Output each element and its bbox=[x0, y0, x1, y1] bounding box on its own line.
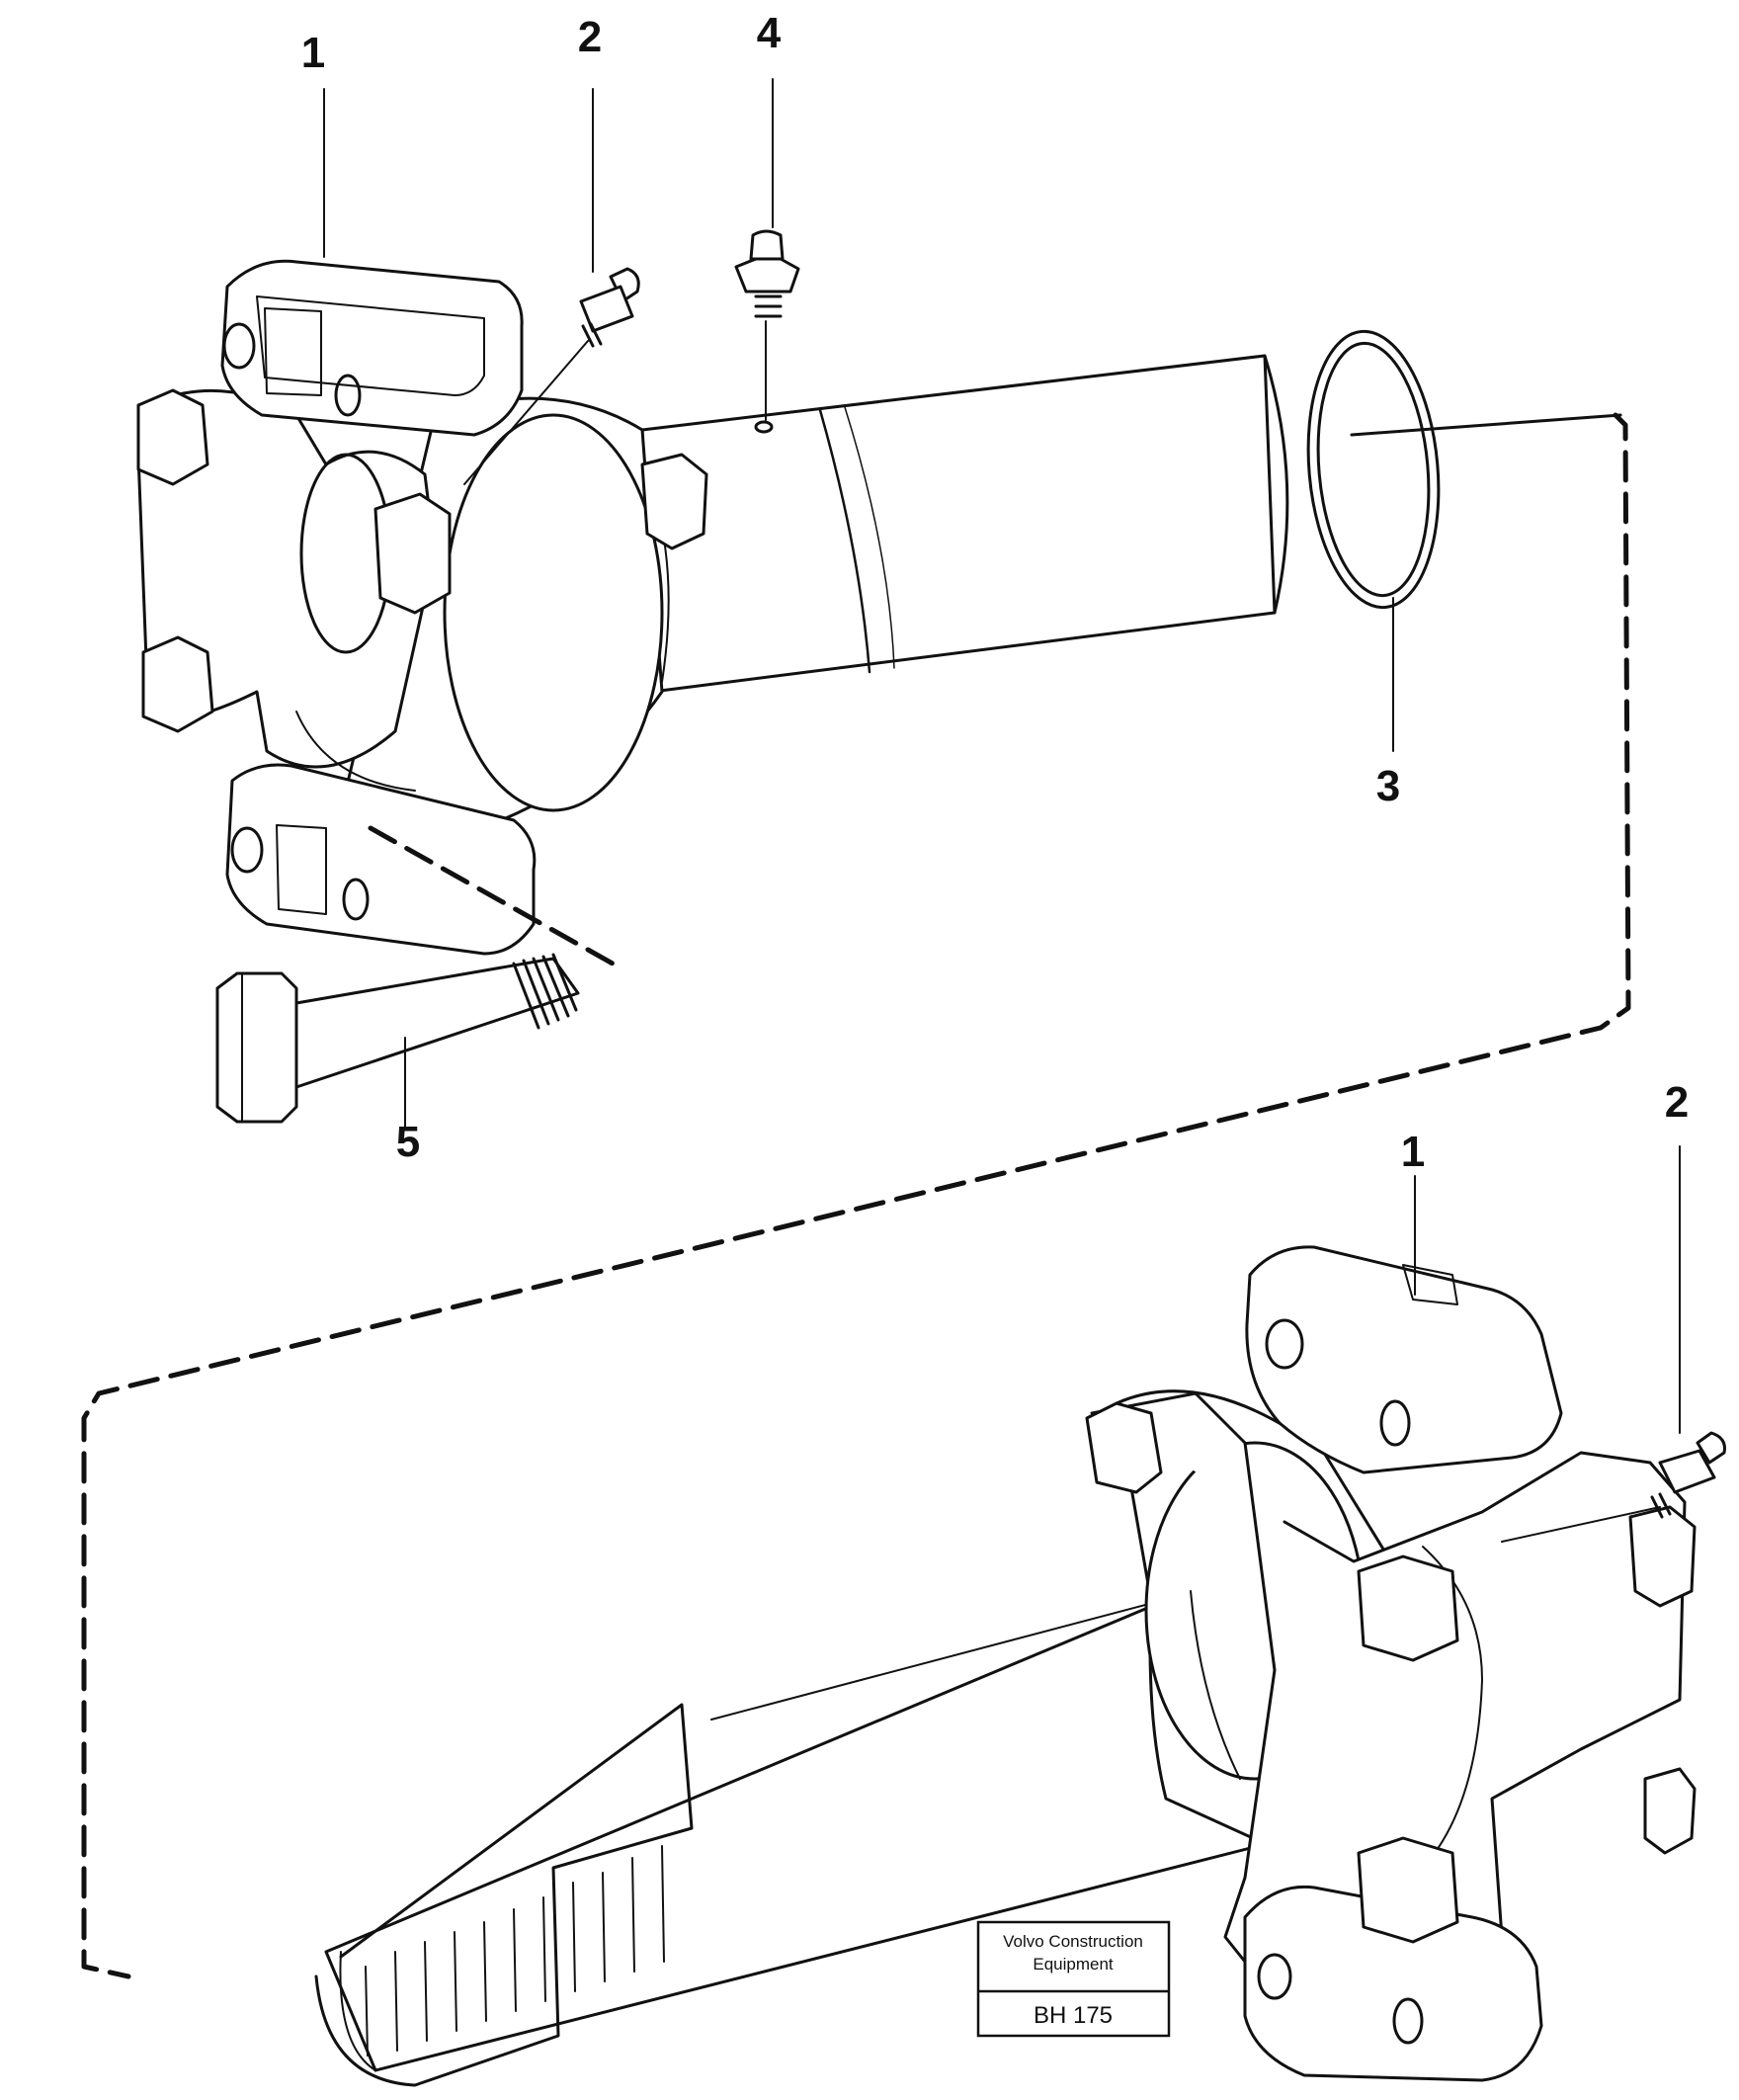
callout-4: 4 bbox=[757, 9, 782, 57]
callout-2-top: 2 bbox=[578, 13, 602, 61]
publisher-stamp: Volvo Construction Equipment BH 175 bbox=[976, 1920, 1171, 2038]
bottom-leader-lines bbox=[1414, 1145, 1681, 1434]
top-leader-lines bbox=[323, 78, 1394, 752]
callout-1-bottom: 1 bbox=[1401, 1128, 1425, 1176]
seal-ring bbox=[1306, 329, 1622, 610]
grease-nipple-bottom bbox=[1501, 1431, 1726, 1543]
stamp-code: BH 175 bbox=[1034, 2002, 1113, 2029]
bottom-lower-bearing-cap bbox=[1243, 1885, 1543, 2082]
bottom-joint-bolts bbox=[1085, 1401, 1697, 1944]
callout-5: 5 bbox=[396, 1118, 420, 1166]
stamp-company-line1: Volvo Construction bbox=[1003, 1932, 1143, 1951]
top-joint-bolts bbox=[136, 388, 708, 733]
stamp-company-line2: Equipment bbox=[1033, 1955, 1114, 1974]
callout-3: 3 bbox=[1376, 762, 1400, 810]
upper-bearing-cap bbox=[220, 259, 524, 437]
callout-labels: 1 2 4 3 5 1 2 bbox=[301, 9, 1689, 1176]
assembly-dashed-line bbox=[81, 412, 1631, 1979]
grease-nipple-4 bbox=[734, 229, 800, 421]
shaft-tube bbox=[640, 354, 1289, 694]
bottom-upper-bearing-cap bbox=[1245, 1245, 1563, 1474]
lower-bearing-cap bbox=[225, 763, 537, 956]
callout-2-bottom: 2 bbox=[1665, 1078, 1689, 1127]
callout-1-top: 1 bbox=[301, 29, 325, 77]
bolt-5 bbox=[215, 953, 580, 1128]
grease-nipple-top bbox=[463, 267, 640, 485]
